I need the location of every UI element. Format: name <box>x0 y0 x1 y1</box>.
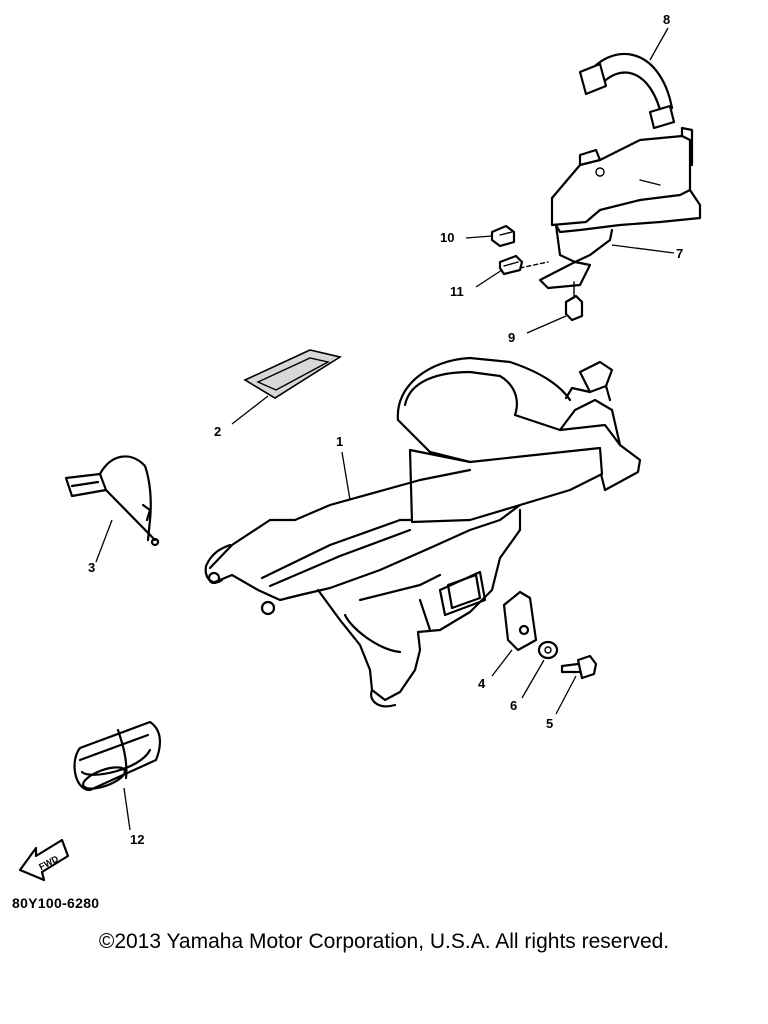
part-2-label <box>243 349 343 399</box>
callout-8: 8 <box>663 12 670 27</box>
part-1-storage-box <box>204 356 642 708</box>
leader-6 <box>521 659 545 699</box>
leader-7 <box>611 244 675 254</box>
part-8-strap <box>578 52 676 130</box>
fwd-arrow-icon: FWD <box>18 838 70 882</box>
callout-6: 6 <box>510 698 517 713</box>
callout-11: 11 <box>450 284 464 299</box>
part-11-clip <box>498 254 524 276</box>
callout-12: 12 <box>130 832 144 847</box>
part-9-screw <box>564 281 584 322</box>
leader-10 <box>465 235 493 239</box>
leader-2 <box>231 395 269 425</box>
callout-1: 1 <box>336 434 343 449</box>
callout-4: 4 <box>478 676 486 691</box>
leader-11 <box>475 269 503 288</box>
callout-2: 2 <box>214 424 221 439</box>
callout-3: 3 <box>88 560 95 575</box>
part-10-nut <box>490 224 516 248</box>
leader-4 <box>491 649 513 677</box>
part-4-damper <box>502 590 538 652</box>
leader-1 <box>341 451 351 501</box>
part-12-coupler <box>73 720 162 792</box>
callout-5: 5 <box>546 716 553 731</box>
part-3-band <box>64 455 160 547</box>
callout-9: 9 <box>508 330 515 345</box>
leader-8 <box>649 27 669 61</box>
leader-9 <box>526 315 567 334</box>
callout-10: 10 <box>440 230 454 245</box>
part-7-bracket <box>538 126 702 290</box>
copyright-notice: ©2013 Yamaha Motor Corporation, U.S.A. A… <box>98 930 670 953</box>
drawing-code: 80Y100-6280 <box>12 895 100 911</box>
part-5-bolt <box>560 654 598 680</box>
leader-12 <box>123 787 131 831</box>
part-6-washer <box>537 640 559 660</box>
leader-3 <box>95 519 113 563</box>
leader-5 <box>555 675 577 715</box>
callout-7: 7 <box>676 246 683 261</box>
